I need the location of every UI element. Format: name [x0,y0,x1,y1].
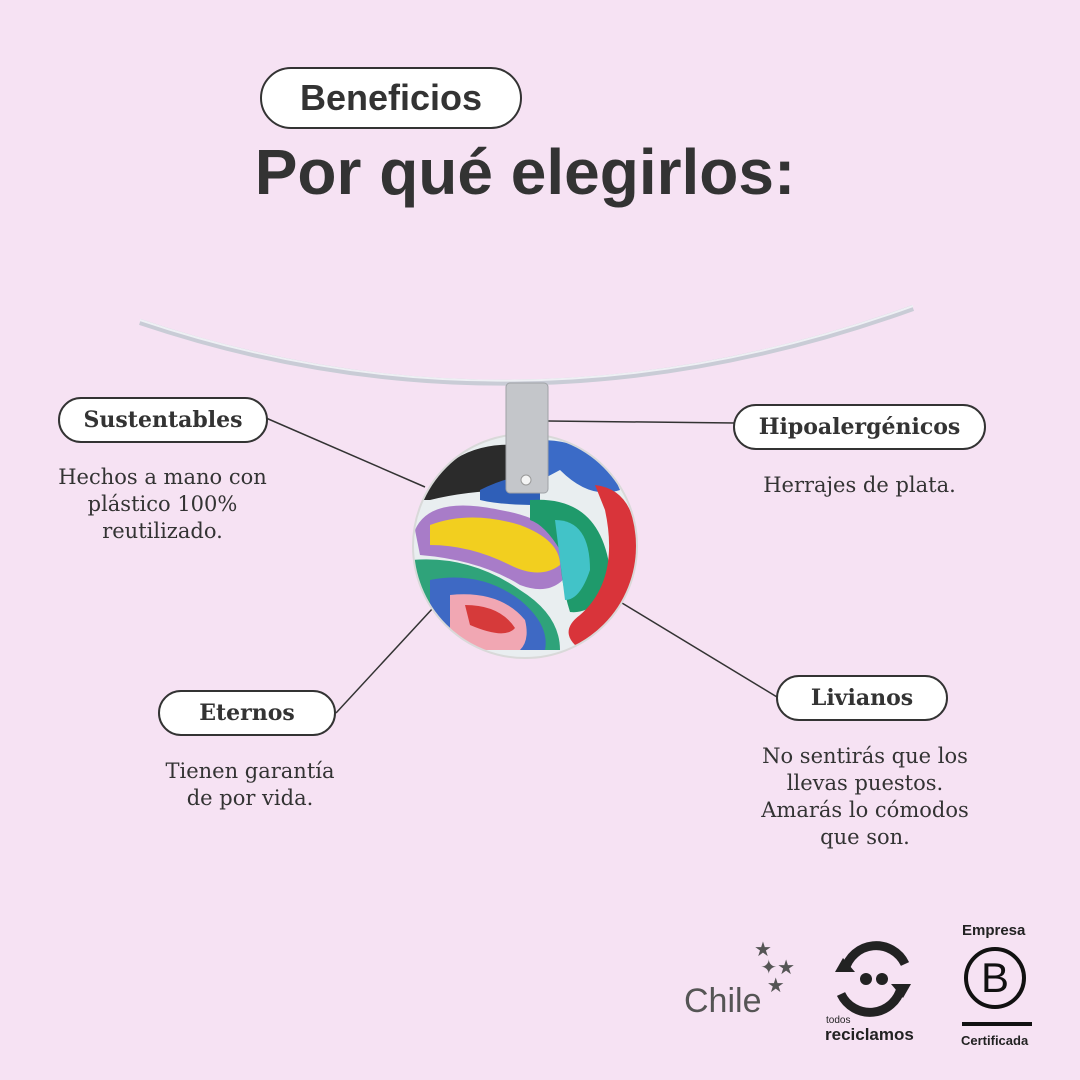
beneficios-badge: Beneficios [260,67,522,129]
todos-reciclamos-logo: todos reciclamos [822,930,922,1045]
stars-icon: ★ ✦★ ★ [754,937,796,997]
silver-bail [505,382,549,494]
connector-lines [265,417,778,714]
benefit-hipoalergenicos-label: Hipoalergénicos [733,404,986,450]
chile-logo: Chile ★ ✦★ ★ [684,937,796,1020]
benefit-sustentables-label: Sustentables [58,397,268,443]
benefit-sustentables-description: Hechos a mano con plástico 100% reutiliz… [58,465,267,543]
benefit-livianos-label: Livianos [776,675,948,721]
divider [962,1022,1032,1026]
benefit-livianos-description: No sentirás que los llevas puestos. Amar… [761,744,969,849]
benefit-eternos-label: Eternos [158,690,336,736]
b-corp-icon: B [964,947,1026,1009]
page-title: Por qué elegirlos: [254,136,796,208]
pendant [413,434,637,658]
necklace-wire [139,305,915,386]
b-corp-logo: Empresa B Certificada [958,922,1038,1052]
benefit-hipoalergenicos-description: Herrajes de plata. [763,473,956,497]
benefit-eternos-description: Tienen garantía de por vida. [165,759,335,810]
recycle-face-icon [835,941,911,1017]
